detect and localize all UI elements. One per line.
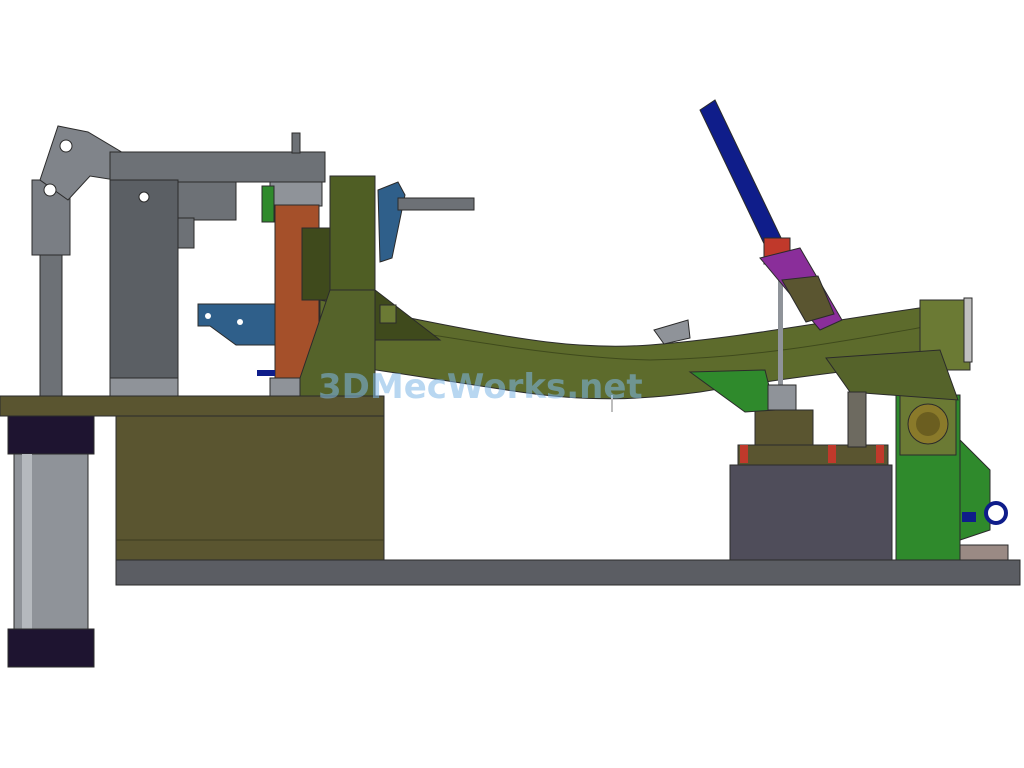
shock-mount-bracket (197, 303, 276, 376)
watermark: 3DMecWorks.net (318, 367, 643, 407)
end-support (825, 349, 1009, 561)
clamp-column (299, 175, 442, 397)
locator-pedestal (688, 250, 893, 561)
pneumatic-cylinder (7, 415, 95, 668)
handle-clamp (653, 99, 843, 345)
toggle-clamp-arm (31, 125, 326, 397)
base-plate (115, 559, 1021, 586)
base-block-left (0, 395, 385, 561)
locating-block (377, 181, 475, 263)
